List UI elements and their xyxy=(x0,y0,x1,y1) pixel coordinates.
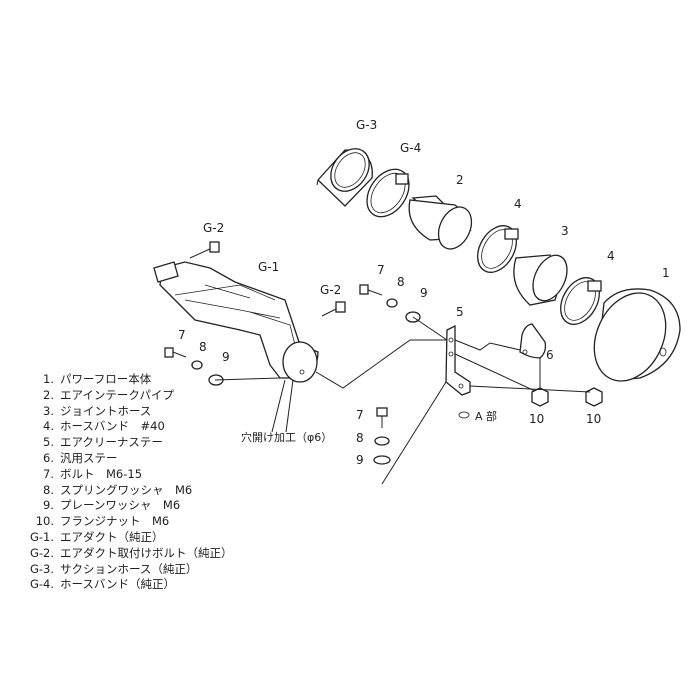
callout-5: 5 xyxy=(456,305,464,319)
fasteners-left-group xyxy=(164,347,224,386)
section-a-label: A 部 xyxy=(475,409,497,423)
legend-item: 8. スプリングワッシャ M6 xyxy=(18,483,233,499)
callout-9-upper: 9 xyxy=(420,286,428,300)
legend-item: 4. ホースバンド #40 xyxy=(18,419,233,435)
legend-item: 9. プレーンワッシャ M6 xyxy=(18,498,233,514)
power-flow-body-1 xyxy=(593,288,681,382)
assembly-lines xyxy=(214,179,591,485)
legend-item-number: G-3. xyxy=(29,561,54,576)
legend-item-number: 4. xyxy=(43,419,54,434)
hose-band-g4 xyxy=(366,168,410,218)
callout-g4: G-4 xyxy=(400,141,421,155)
legend-item-name: ホースバンド #40 xyxy=(60,419,165,434)
legend-item-name: エアインテークパイプ xyxy=(60,387,174,402)
legend-item-number: 10. xyxy=(35,514,54,529)
legend-item: G-3. サクションホース（純正） xyxy=(18,562,233,578)
legend-item-name: サクションホース（純正） xyxy=(60,561,198,576)
legend-item: G-2. エアダクト取付けボルト（純正） xyxy=(18,546,233,562)
legend-item-number: 8. xyxy=(43,482,54,497)
legend-item-name: パワーフロー本体 xyxy=(60,372,152,386)
legend-item: 7. ボルト M6-15 xyxy=(18,467,233,483)
callout-7-upper: 7 xyxy=(377,263,385,277)
legend-item-number: G-1. xyxy=(29,529,54,544)
callout-4-upper: 4 xyxy=(514,197,522,211)
legend-item: 1. パワーフロー本体 xyxy=(18,372,233,388)
legend-item-number: G-2. xyxy=(29,545,54,560)
suction-hose-g3 xyxy=(317,148,373,207)
legend-item-name: エアダクト（純正） xyxy=(60,529,164,544)
legend-item-number: G-4. xyxy=(29,577,54,592)
drill-note: 穴開け加工（φ6） xyxy=(241,430,332,444)
callout-g1: G-1 xyxy=(258,260,279,274)
callout-1: 1 xyxy=(662,266,670,280)
legend-item-number: 9. xyxy=(43,498,54,513)
legend-item-name: ホースバンド（純正） xyxy=(60,577,175,592)
air-duct-g1 xyxy=(153,261,319,383)
callout-8-bottom: 8 xyxy=(356,431,364,445)
intake-pipe-2 xyxy=(408,195,473,250)
callout-7-left: 7 xyxy=(178,328,186,342)
legend-item-name: スプリングワッシャ M6 xyxy=(60,482,193,497)
legend-item-name: ボルト M6-15 xyxy=(60,466,143,481)
general-stay-6 xyxy=(519,323,547,359)
fasteners-upper-group xyxy=(359,284,421,323)
callout-8-upper: 8 xyxy=(397,275,405,289)
bolt-g2-lower xyxy=(321,301,346,317)
legend-item: 10. フランジナット M6 xyxy=(18,514,233,530)
legend-item-name: ジョイントホース xyxy=(60,403,152,418)
parts-legend: 1. パワーフロー本体 2. エアインテークパイプ 3. ジョイントホース 4. ホースバンド… xyxy=(18,372,233,593)
legend-item-name: エアダクト取付けボルト（純正） xyxy=(60,545,233,560)
fasteners-bottom-group xyxy=(373,407,391,465)
callout-g2-lower: G-2 xyxy=(320,283,341,297)
callout-6: 6 xyxy=(546,348,554,362)
legend-item: G-1. エアダクト（純正） xyxy=(18,530,233,546)
callout-3: 3 xyxy=(561,224,569,238)
callout-10-right: 10 xyxy=(586,412,601,426)
callout-7-bottom: 7 xyxy=(356,408,364,422)
legend-item-number: 2. xyxy=(43,387,54,402)
legend-item-name: エアクリーナステー xyxy=(60,435,163,450)
callout-g2-upper: G-2 xyxy=(203,221,224,235)
legend-item-number: 1. xyxy=(43,372,54,386)
legend-item-name: プレーンワッシャ M6 xyxy=(60,498,181,513)
callout-9-left: 9 xyxy=(222,350,230,364)
hose-band-4b xyxy=(560,277,602,325)
legend-item: 2. エアインテークパイプ xyxy=(18,388,233,404)
legend-item: 3. ジョイントホース xyxy=(18,404,233,420)
hose-band-4a xyxy=(477,225,519,273)
legend-item: 6. 汎用ステー xyxy=(18,451,233,467)
legend-item-number: 5. xyxy=(43,435,54,450)
legend-item: G-4. ホースバンド（純正） xyxy=(18,577,233,593)
legend-item-number: 6. xyxy=(43,450,54,465)
legend-item: 5. エアクリーナステー xyxy=(18,435,233,451)
legend-item-name: フランジナット M6 xyxy=(60,514,170,529)
legend-item-name: 汎用ステー xyxy=(60,450,118,465)
air-cleaner-stay-5 xyxy=(445,324,471,419)
callout-10-left: 10 xyxy=(529,412,544,426)
callout-9-bottom: 9 xyxy=(356,453,364,467)
flange-nut-10b xyxy=(585,387,603,407)
callout-g3: G-3 xyxy=(356,118,377,132)
legend-item-number: 7. xyxy=(43,466,54,481)
legend-item-number: 3. xyxy=(43,403,54,418)
callout-8-left: 8 xyxy=(199,340,207,354)
callout-4-lower: 4 xyxy=(607,249,615,263)
joint-hose-3 xyxy=(513,254,568,306)
bolt-g2-upper xyxy=(189,241,220,259)
callout-2: 2 xyxy=(456,173,464,187)
